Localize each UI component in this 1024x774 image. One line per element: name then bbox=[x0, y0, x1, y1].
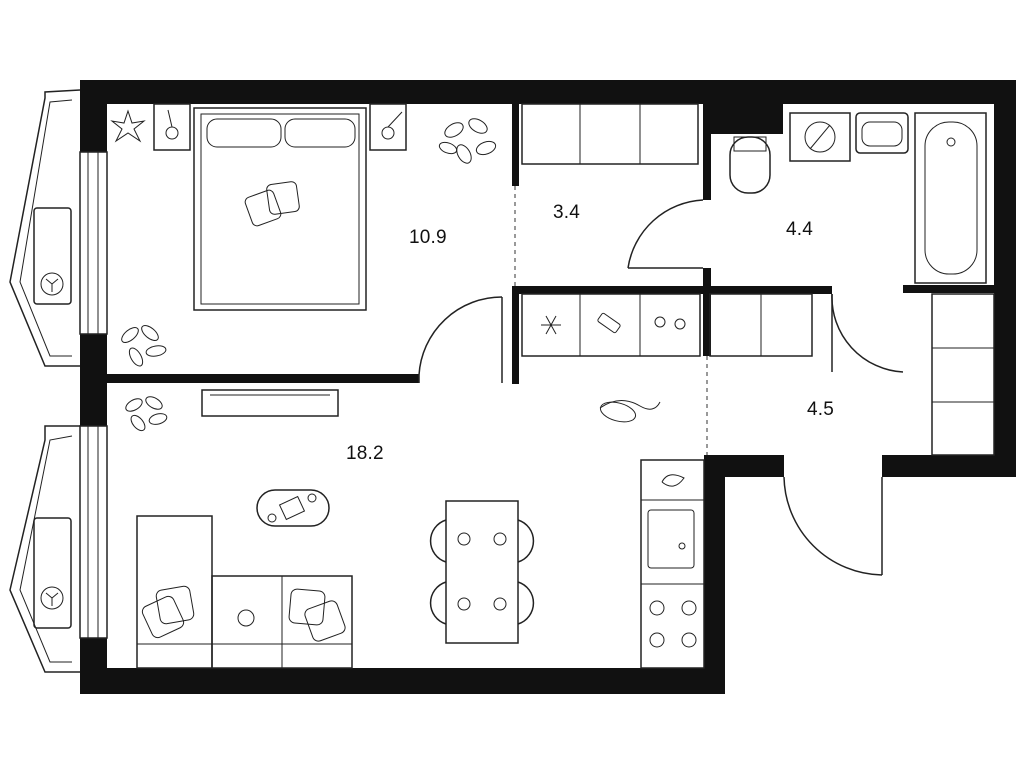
water-drop-icon bbox=[661, 474, 685, 487]
wall-kitchen-right bbox=[704, 455, 725, 694]
room-area-hallway: 4.5 bbox=[807, 399, 835, 420]
snowflake-icon bbox=[541, 315, 561, 335]
door-bathroom bbox=[627, 199, 704, 269]
wall-bedroom-living bbox=[107, 374, 419, 383]
room-area-living-kitchen: 18.2 bbox=[346, 443, 384, 464]
lamp-icon bbox=[381, 126, 395, 140]
room-area-bedroom: 10.9 bbox=[409, 227, 447, 248]
wall-bath-left-top bbox=[703, 104, 711, 200]
wall-storage-bottom bbox=[512, 286, 832, 294]
room-area-storage: 3.4 bbox=[553, 202, 581, 223]
wall-storage-left-top bbox=[512, 104, 519, 186]
lamp-icon bbox=[674, 318, 686, 330]
chair bbox=[517, 519, 535, 563]
fan-icon bbox=[40, 272, 64, 296]
door-bedroom bbox=[418, 296, 503, 383]
nightstand-left bbox=[153, 103, 191, 151]
ac-unit-bottom bbox=[33, 517, 72, 629]
wall-top bbox=[80, 80, 1016, 104]
pillow bbox=[284, 118, 356, 148]
room-area-bathroom: 4.4 bbox=[786, 219, 814, 240]
cushion bbox=[288, 588, 326, 626]
stove-icon bbox=[649, 600, 697, 648]
chair bbox=[429, 581, 447, 625]
washing-machine bbox=[789, 112, 851, 162]
door-entrance bbox=[783, 476, 883, 576]
chair bbox=[517, 581, 535, 625]
fan-icon bbox=[40, 586, 64, 610]
kitchen-sink bbox=[647, 509, 695, 569]
wall-bath-left-bottom bbox=[703, 268, 711, 356]
remote-icon bbox=[597, 312, 621, 334]
wall-bottom bbox=[80, 668, 725, 694]
wall-left-top bbox=[80, 80, 107, 152]
cushion bbox=[304, 600, 346, 642]
cushion bbox=[266, 181, 300, 215]
nightstand-right bbox=[369, 103, 407, 151]
chair bbox=[429, 519, 447, 563]
ac-unit-top bbox=[33, 207, 72, 305]
lamp-icon bbox=[654, 316, 666, 328]
cushion bbox=[155, 585, 195, 625]
bedroom-furniture bbox=[110, 103, 497, 367]
wall-hall-bottom-right bbox=[882, 455, 1016, 477]
double-bed bbox=[193, 107, 367, 311]
cat-icon bbox=[237, 609, 255, 627]
wall-bath-nib bbox=[703, 104, 783, 134]
cushion bbox=[244, 189, 282, 227]
lamp-icon bbox=[165, 126, 179, 140]
door-bath-to-hall bbox=[831, 293, 904, 373]
wall-storage-left-bottom bbox=[512, 286, 519, 384]
wall-hall-bottom-left bbox=[704, 455, 784, 477]
walls bbox=[80, 80, 1016, 694]
hallway-wardrobe bbox=[709, 293, 995, 456]
tv-stand bbox=[201, 389, 339, 417]
cushion bbox=[141, 595, 185, 639]
coffee-table bbox=[256, 489, 330, 527]
doors bbox=[418, 199, 904, 576]
book-icon bbox=[278, 495, 306, 521]
dining-table bbox=[445, 500, 519, 644]
sink bbox=[855, 112, 909, 154]
living-furniture bbox=[125, 389, 661, 669]
bathroom-fixtures bbox=[729, 112, 987, 284]
wall-left-middle bbox=[80, 334, 107, 426]
sofa-chaise bbox=[136, 515, 213, 669]
dining-set bbox=[429, 500, 535, 644]
toilet bbox=[729, 136, 771, 194]
wall-right bbox=[994, 80, 1016, 477]
plant-icon bbox=[125, 396, 168, 432]
bathtub bbox=[914, 112, 987, 284]
window-bay-top bbox=[9, 89, 108, 367]
pillow bbox=[206, 118, 282, 148]
plant-icon bbox=[121, 325, 167, 367]
window-bay-bottom bbox=[9, 425, 108, 673]
kitchen-counter bbox=[640, 459, 705, 669]
plant-icon bbox=[110, 109, 146, 143]
appliance-cabinet bbox=[521, 293, 701, 357]
wall-bath-bottom bbox=[903, 285, 994, 293]
wardrobe-storage bbox=[521, 103, 699, 165]
plant-icon bbox=[438, 118, 497, 164]
